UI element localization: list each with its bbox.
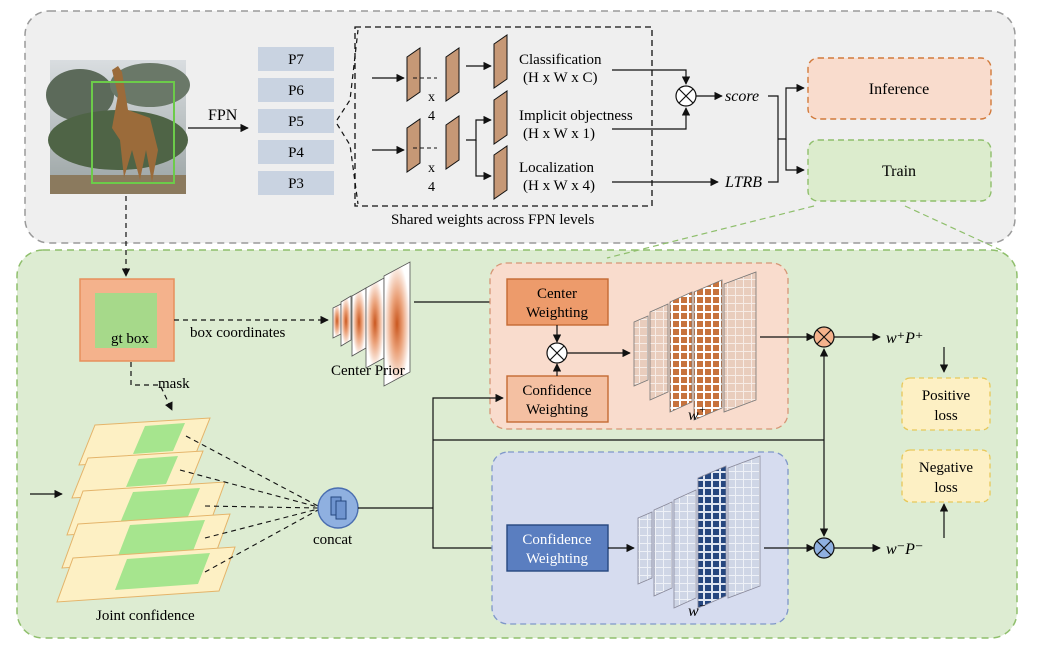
negative-loss-box: [901, 449, 991, 503]
level-p7: [258, 47, 334, 71]
w-minus-stack: [637, 455, 761, 609]
box-coordinates-label: box coordinates: [190, 325, 286, 341]
svg-text:loss: loss: [934, 408, 958, 424]
multiply-node-positive: [813, 326, 835, 348]
svg-text:x: x: [428, 161, 435, 176]
ltrb-output: LTRB: [724, 174, 762, 191]
fpn-label: FPN: [208, 107, 238, 124]
negative-confidence-weighting-box: [506, 524, 609, 572]
level-p3: [258, 171, 334, 195]
fpn-levels: P7 P6 P5 P4 P3: [258, 47, 334, 195]
joint-confidence-stack: [56, 417, 236, 603]
classification-label: Classification: [519, 52, 602, 68]
negative-product-label: w⁻P⁻: [886, 541, 923, 558]
gt-bounding-box: [91, 81, 175, 184]
level-p6: [258, 78, 334, 102]
svg-text:Weighting: Weighting: [526, 402, 589, 418]
svg-text:P6: P6: [288, 83, 304, 99]
shared-head-box: [354, 26, 653, 207]
concat-node: [317, 487, 359, 529]
gt-box: [79, 278, 175, 362]
score-output: score: [725, 88, 759, 105]
confidence-weighting-box: [506, 375, 609, 423]
w-plus-stack: [633, 271, 757, 421]
svg-text:(H x W x C): (H x W x C): [523, 70, 597, 86]
w-plus-label: w+: [688, 404, 706, 424]
svg-text:Inference: Inference: [869, 81, 929, 98]
positive-loss-box: [901, 377, 991, 431]
svg-text:4: 4: [428, 109, 435, 124]
svg-text:Confidence: Confidence: [522, 532, 591, 548]
positive-product-label: w⁺P⁺: [886, 330, 923, 347]
svg-text:Weighting: Weighting: [526, 551, 589, 567]
svg-text:P3: P3: [288, 176, 304, 192]
joint-confidence-label: Joint confidence: [96, 608, 195, 624]
svg-text:4: 4: [428, 180, 435, 195]
svg-text:P7: P7: [288, 52, 304, 68]
train-box: [807, 139, 992, 202]
svg-text:loss: loss: [934, 480, 958, 496]
multiply-node-negative: [813, 537, 835, 559]
center-prior-label: Center Prior: [331, 363, 405, 379]
svg-text:P4: P4: [288, 145, 304, 161]
svg-text:Center: Center: [537, 286, 577, 302]
input-image: [46, 60, 190, 194]
gt-box-label: gt box: [111, 331, 149, 347]
svg-text:Weighting: Weighting: [526, 305, 589, 321]
mask-label: mask: [158, 376, 190, 392]
inference-box: [807, 57, 992, 120]
svg-text:(H x W x 1): (H x W x 1): [523, 126, 595, 142]
svg-text:Confidence: Confidence: [522, 383, 591, 399]
head-feature-blocks: [406, 34, 508, 200]
svg-text:Train: Train: [882, 163, 916, 180]
level-p5: [258, 109, 334, 133]
center-prior-stack: [332, 261, 411, 387]
multiply-node-weighting: [546, 342, 568, 364]
svg-text:Positive: Positive: [922, 388, 971, 404]
concat-label: concat: [313, 532, 353, 548]
localization-label: Localization: [519, 160, 594, 176]
w-minus-label: w−: [688, 600, 706, 620]
svg-text:(H x W x 4): (H x W x 4): [523, 178, 595, 194]
svg-text:x: x: [428, 90, 435, 105]
multiply-node-score: [675, 85, 697, 107]
svg-text:Negative: Negative: [919, 460, 973, 476]
shared-weights-caption: Shared weights across FPN levels: [391, 212, 594, 228]
level-p4: [258, 140, 334, 164]
objectness-label: Implicit objectness: [519, 108, 633, 124]
svg-text:P5: P5: [288, 114, 304, 130]
